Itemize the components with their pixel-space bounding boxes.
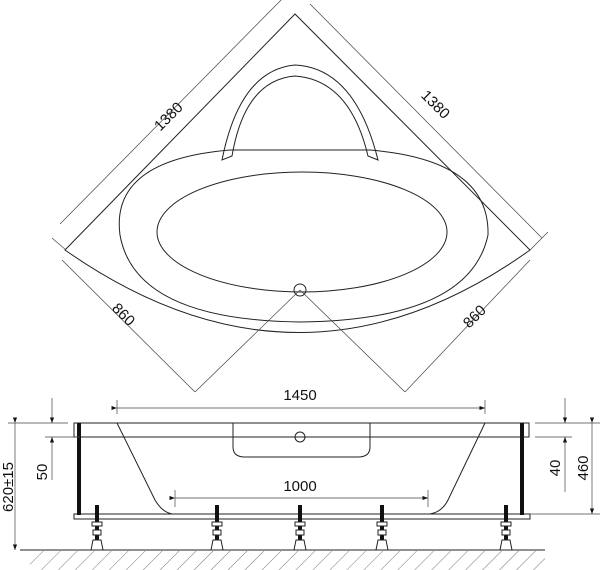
dim-50: 50 xyxy=(34,464,51,481)
dim-460: 460 xyxy=(575,455,592,480)
overflow-cutout xyxy=(232,423,371,458)
adjustable-leg xyxy=(375,505,389,551)
dim-1380-left: 1380 xyxy=(151,99,187,135)
legs xyxy=(90,505,513,551)
tub-outline xyxy=(64,13,531,333)
adjustable-leg xyxy=(499,505,513,551)
drain-icon xyxy=(293,283,307,297)
tub-basin xyxy=(156,171,448,293)
side-view: 1450 1000 620±15 50 40 460 xyxy=(0,387,600,570)
headrest xyxy=(221,64,379,161)
adjustable-leg xyxy=(90,505,104,551)
top-view: 1380 1380 860 860 xyxy=(51,0,549,393)
panel-support-left xyxy=(77,423,81,515)
panel-support-right xyxy=(520,423,524,515)
adjustable-leg xyxy=(293,505,307,551)
adjustable-leg xyxy=(210,505,224,551)
dim-620: 620±15 xyxy=(0,462,17,512)
tub-rim xyxy=(118,149,489,323)
dim-860-right: 860 xyxy=(460,302,490,332)
dim-860-left: 860 xyxy=(108,300,138,330)
dim-40: 40 xyxy=(547,460,564,477)
floor-hatch xyxy=(30,551,545,570)
dim-1000: 1000 xyxy=(283,478,316,495)
drain-icon xyxy=(294,431,306,443)
dim-1450: 1450 xyxy=(283,387,316,404)
